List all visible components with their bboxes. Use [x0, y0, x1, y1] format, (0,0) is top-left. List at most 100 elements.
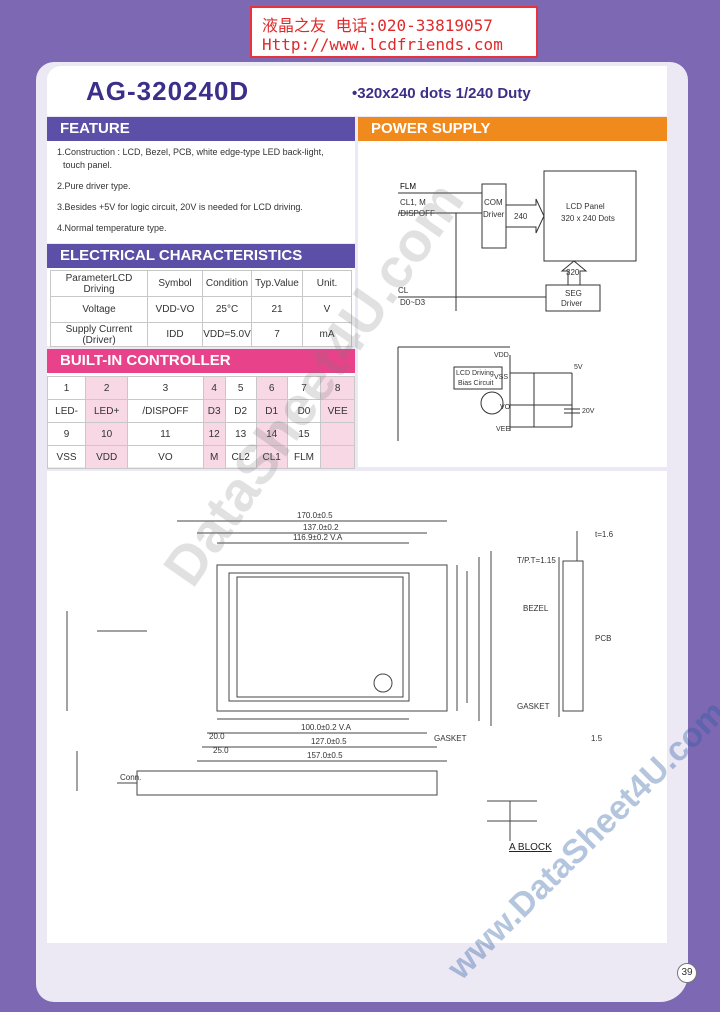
- pin-number-row: 1 2 3 4 5 6 7 8: [46, 376, 355, 400]
- power-supply-header: POWER SUPPLY: [358, 117, 667, 141]
- feature-item: 3.Besides +5V for logic circuit, 20V is …: [57, 202, 303, 212]
- gasket-label: GASKET: [517, 702, 550, 711]
- feature-item: 2.Pure driver type.: [57, 181, 131, 191]
- column-header: Typ.Value: [251, 270, 303, 297]
- feature-item: 4.Normal temperature type.: [57, 223, 167, 233]
- power-supply-panel: FLM CL1, M /DISPOFF COM Driver 240 LCD P…: [358, 141, 667, 467]
- model-subtitle: •320x240 dots 1/240 Duty: [352, 85, 531, 102]
- twenty-volt-label: 20V: [582, 408, 595, 415]
- pin-signal-row: VSS VDD VO M CL2 CL1 FLM: [46, 445, 355, 469]
- vss-label: VSS: [494, 374, 508, 381]
- pin-number: 9: [46, 422, 87, 446]
- table-row: Voltage VDD-VO 25°C 21 V: [50, 296, 352, 323]
- dim-bezel-width: 137.0±0.2: [303, 523, 339, 532]
- com-driver-label: Driver: [483, 210, 505, 219]
- stamp-phone-line: 液晶之友 电话:020-33819057: [262, 16, 493, 35]
- pin-signal: CL2: [224, 445, 257, 469]
- a-block-label: A BLOCK: [509, 842, 552, 853]
- table-cell: Voltage: [50, 296, 148, 323]
- pin-number: 6: [255, 376, 288, 400]
- pin-number: 12: [202, 422, 226, 446]
- feature-panel: 1.Construction : LCD, Bezel, PCB, white …: [47, 141, 355, 243]
- pin-signal: D1: [255, 399, 288, 423]
- pin-signal: [320, 445, 355, 469]
- bezel-label: BEZEL: [523, 604, 549, 613]
- vdd-label: VDD: [494, 352, 509, 359]
- pin-signal: D3: [202, 399, 226, 423]
- cl-label: CL: [398, 286, 409, 295]
- vo-label: VO: [500, 404, 511, 411]
- electrical-table: ParameterLCD Driving Symbol Condition Ty…: [50, 270, 352, 347]
- power-block-diagram: FLM CL1, M /DISPOFF COM Driver 240 LCD P…: [397, 170, 637, 441]
- pin-number: 4: [202, 376, 226, 400]
- table-cell: 21: [251, 296, 303, 323]
- table-cell: VDD=5.0V: [202, 322, 252, 347]
- vee-label: VEE: [496, 426, 510, 433]
- dim-outer-width: 170.0±0.5: [297, 511, 333, 520]
- pin-table: 1 2 3 4 5 6 7 8 LED- LED+ /DISPOFF D3 D2…: [46, 376, 355, 469]
- bias-label-1: LCD Driving: [456, 370, 494, 377]
- pin-signal: /DISPOFF: [127, 399, 204, 423]
- column-header: Symbol: [147, 270, 203, 297]
- lcd-panel-dots-label: 320 x 240 Dots: [561, 214, 615, 223]
- contact-stamp: 液晶之友 电话:020-33819057 Http://www.lcdfrien…: [250, 6, 538, 58]
- table-cell: IDD: [147, 322, 203, 347]
- table-cell: mA: [302, 322, 352, 347]
- feature-item: 1.Construction : LCD, Bezel, PCB, white …: [57, 147, 324, 157]
- pin-signal: VO: [127, 445, 204, 469]
- mechanical-drawing-panel: 170.0±0.5 137.0±0.2 116.9±0.2 V.A 157.0±…: [47, 471, 667, 943]
- feature-list: 1.Construction : LCD, Bezel, PCB, white …: [57, 146, 324, 235]
- dim-20: 20.0: [209, 732, 225, 741]
- com-label: COM: [484, 198, 503, 207]
- dim-view-area-height: 100.0±0.2 V.A: [301, 723, 352, 732]
- pin-number: 10: [85, 422, 129, 446]
- pcb-thickness: t=1.6: [595, 530, 614, 539]
- title-bar: [47, 66, 667, 116]
- gasket-label-left: GASKET: [434, 734, 467, 743]
- pin-number: 11: [127, 422, 204, 446]
- table-cell: 7: [251, 322, 303, 347]
- electrical-header: ELECTRICAL CHARACTERISTICS: [47, 244, 355, 268]
- pin-number: 2: [85, 376, 129, 400]
- pcb-label: PCB: [595, 634, 611, 643]
- table-cell: 25°C: [202, 296, 252, 323]
- pin-signal: LED-: [46, 399, 87, 423]
- pin-signal: VDD: [85, 445, 129, 469]
- dim-view-area-width: 116.9±0.2 V.A: [293, 533, 343, 542]
- flm-label: FLM: [400, 182, 416, 191]
- pin-number: 1: [46, 376, 87, 400]
- pin-number: 3: [127, 376, 204, 400]
- pin-number-row: 9 10 11 12 13 14 15: [46, 422, 355, 446]
- data-bus-label: D0~D3: [400, 298, 426, 307]
- table-cell: VDD-VO: [147, 296, 203, 323]
- column-header: ParameterLCD Driving: [50, 270, 148, 297]
- column-header: Condition: [202, 270, 252, 297]
- pin-signal: FLM: [286, 445, 322, 469]
- dim-1-5: 1.5: [591, 734, 603, 743]
- feature-item: touch panel.: [63, 160, 113, 170]
- dim-bottom-inner: 127.0±0.5: [311, 737, 347, 746]
- model-title: AG-320240D: [86, 76, 250, 106]
- pin-signal: VEE: [320, 399, 355, 423]
- five-volt-label: 5V: [574, 364, 583, 371]
- lcd-panel-label: LCD Panel: [566, 202, 605, 211]
- stamp-url-line: Http://www.lcdfriends.com: [262, 35, 503, 54]
- table-cell: Supply Current (Driver): [50, 322, 148, 347]
- controller-header: BUILT-IN CONTROLLER: [47, 349, 355, 373]
- pin-number: [320, 422, 355, 446]
- pin-signal: LED+: [85, 399, 129, 423]
- dim-25: 25.0: [213, 746, 229, 755]
- pin-number: 14: [255, 422, 288, 446]
- dim-bottom-width: 157.0±0.5: [307, 751, 343, 760]
- pin-number: 8: [320, 376, 355, 400]
- seg-label: SEG: [565, 289, 582, 298]
- pin-number: 13: [224, 422, 257, 446]
- table-header-row: ParameterLCD Driving Symbol Condition Ty…: [50, 270, 352, 297]
- seg-count-label: 320: [566, 268, 580, 277]
- pin-signal-row: LED- LED+ /DISPOFF D3 D2 D1 D0 VEE: [46, 399, 355, 423]
- pin-number: 5: [224, 376, 257, 400]
- com-count-label: 240: [514, 212, 528, 221]
- cl1m-label: CL1, M: [400, 198, 426, 207]
- connector-label: Conn.: [120, 773, 141, 782]
- page-number: 39: [677, 963, 697, 983]
